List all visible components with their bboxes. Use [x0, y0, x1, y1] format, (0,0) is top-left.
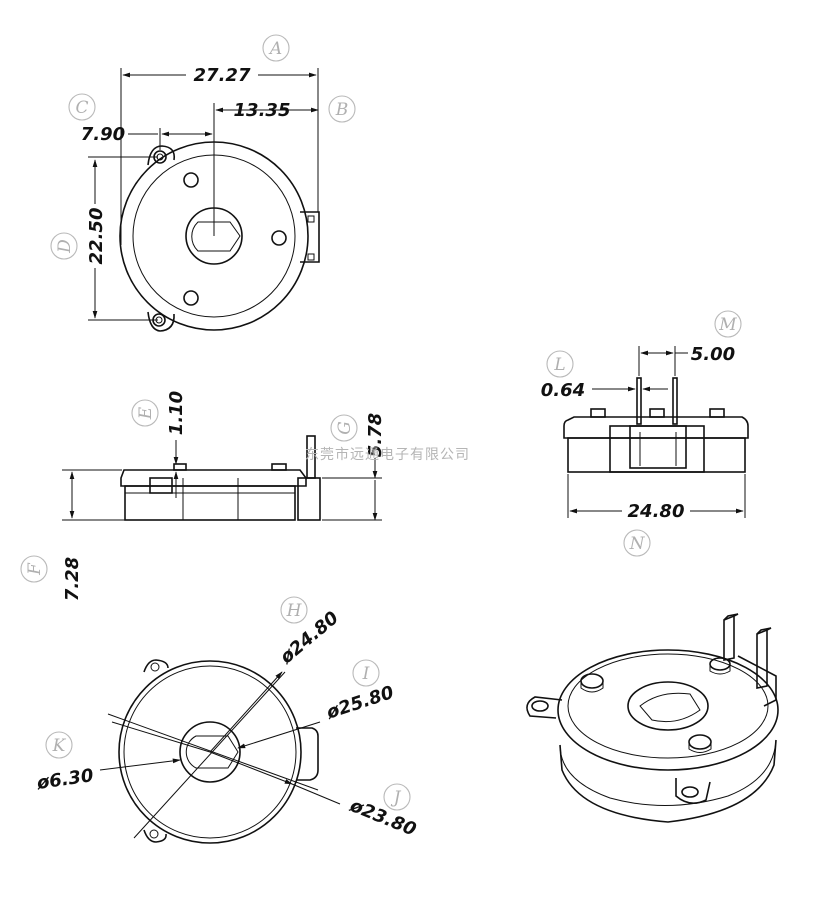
dim-l-value: 0.64 [541, 380, 585, 401]
callout-j: J [383, 783, 411, 811]
dim-g-value: 5.78 [365, 413, 386, 457]
dimension-g: 5.78 [322, 413, 386, 521]
dimension-e: 1.10 [166, 391, 187, 498]
svg-text:I: I [362, 664, 370, 684]
dimension-c: 7.90 [81, 124, 213, 150]
callout-c: C [68, 93, 96, 121]
callout-d: D [50, 232, 78, 260]
svg-text:F: F [25, 562, 45, 576]
svg-text:B: B [335, 100, 349, 120]
top-view [119, 103, 320, 332]
side-view [120, 435, 321, 521]
callout-m: M [714, 310, 742, 338]
dimension-b: 13.35 [215, 100, 319, 121]
svg-text:M: M [718, 315, 737, 335]
dim-a-value: 27.27 [194, 65, 251, 86]
callout-i: I [352, 659, 380, 687]
callout-g: G [330, 414, 358, 442]
dim-i-value: ø25.80 [323, 682, 396, 724]
dim-e-value: 1.10 [166, 391, 187, 435]
svg-text:H: H [286, 601, 303, 621]
dim-j-value: ø23.80 [346, 795, 419, 841]
dimension-l: 0.64 [541, 380, 668, 401]
dim-m-value: 5.00 [691, 344, 735, 365]
svg-text:A: A [268, 39, 282, 59]
dimension-j: ø23.80 [209, 751, 419, 841]
dim-b-value: 13.35 [234, 100, 291, 121]
callout-a: A [262, 34, 290, 62]
dim-h-value: ø24.80 [275, 607, 342, 668]
svg-text:N: N [629, 534, 646, 554]
dim-c-value: 7.90 [81, 124, 125, 145]
svg-text:K: K [52, 736, 67, 756]
dimension-k: ø6.30 [35, 758, 181, 794]
callout-k: K [45, 731, 73, 759]
isometric-view [526, 613, 779, 823]
dimension-f: 7.28 [62, 469, 125, 601]
callout-b: B [328, 95, 356, 123]
dimension-a: 27.27 [120, 64, 319, 245]
dimension-d: 22.50 [84, 156, 158, 321]
watermark-text: 东莞市远通电子有限公司 [305, 446, 470, 463]
svg-text:E: E [136, 406, 156, 420]
callout-n: N [623, 529, 651, 557]
svg-text:J: J [391, 788, 402, 808]
dim-k-value: ø6.30 [35, 765, 95, 794]
svg-text:C: C [75, 98, 88, 118]
svg-text:G: G [335, 421, 355, 435]
callout-l: L [546, 350, 574, 378]
front-view [563, 377, 749, 473]
dimension-h: ø24.80 [209, 607, 343, 753]
svg-text:L: L [553, 355, 565, 375]
bottom-view [107, 659, 319, 844]
dimension-m: 5.00 [638, 344, 735, 376]
dim-f-value: 7.28 [62, 557, 83, 601]
dimension-n: 24.80 [567, 474, 746, 522]
callout-e: E [131, 399, 159, 427]
svg-text:D: D [55, 239, 75, 254]
callout-f: F [20, 555, 48, 583]
callout-h: H [280, 596, 308, 624]
dim-n-value: 24.80 [628, 501, 685, 522]
dim-d-value: 22.50 [86, 208, 107, 265]
